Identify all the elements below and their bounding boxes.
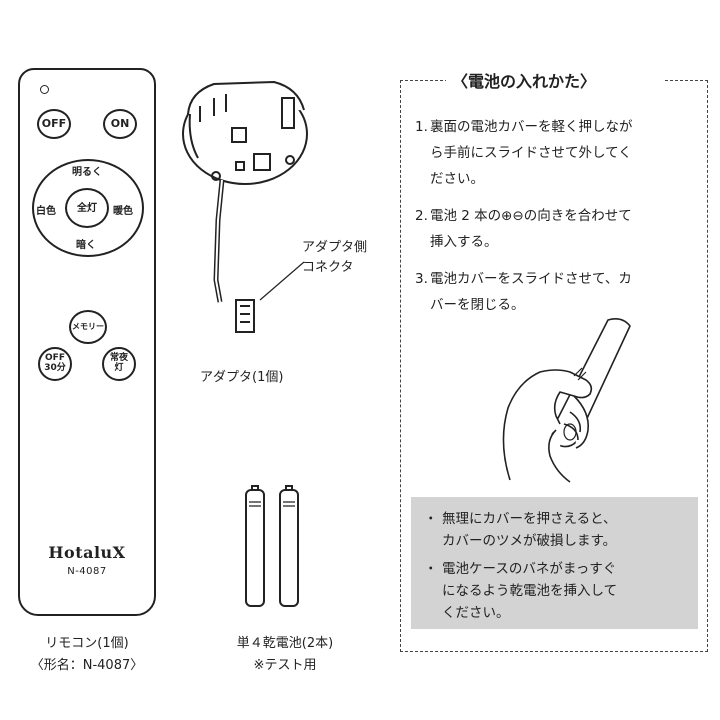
remote-night-light-button: 常夜 灯 (102, 347, 136, 381)
remote-off30-label-1: OFF (45, 353, 65, 364)
remote-on-label: ON (110, 116, 130, 130)
remote-dial-center-button: 全灯 (65, 188, 109, 228)
note-2-line-3: ください。 (442, 605, 510, 621)
dial-up-label: 明るく (72, 167, 102, 178)
instruction-step-3: 3. 電池カバーをスライドさせて、カ バーを閉じる。 (415, 266, 700, 320)
remote-night-label-2: 灯 (114, 363, 124, 373)
remote-brand-logo: HotaluX (48, 543, 126, 562)
remote-on-button: ON (103, 109, 137, 139)
adapter-illustration (182, 80, 308, 333)
dial-left-label: 白色 (36, 206, 56, 217)
step-3-line-2: バーを閉じる。 (430, 297, 525, 313)
step-1-line-3: ださい。 (430, 171, 484, 187)
remote-memory-button: メモリー (69, 310, 107, 344)
aaa-batteries-illustration (245, 485, 299, 607)
remote-off30-label-2: 30分 (44, 363, 66, 373)
step-3-number: 3. (415, 271, 428, 287)
connector-caption-1: アダプタ側 (302, 240, 368, 255)
connector-caption-2: コネクタ (302, 260, 354, 275)
remote-off-button: OFF (37, 109, 71, 139)
caution-note-2: ・ 電池ケースのバネがまっすぐ になるよう乾電池を挿入して ください。 (424, 558, 700, 624)
battery-test-note: ※テスト用 (253, 658, 317, 673)
note-1-line-2: カバーのツメが破損します。 (442, 533, 617, 549)
note-2-bullet: ・ (424, 561, 438, 577)
step-3-line-1: 電池カバーをスライドさせて、カ (430, 271, 632, 287)
instruction-step-1: 1. 裏面の電池カバーを軽く押しなが ら手前にスライドさせて外してく ださい。 (415, 114, 700, 194)
hand-holding-remote-illustration (502, 318, 631, 483)
dial-center-label: 全灯 (77, 202, 97, 214)
caution-note-1: ・ 無理にカバーを押さえると、 カバーのツメが破損します。 (424, 508, 700, 552)
remote-caption: リモコン(1個) (45, 636, 129, 651)
remote-off30-button: OFF 30分 (38, 347, 72, 381)
remote-model-number: N-4087 (67, 566, 107, 577)
remote-model-caption: 〈形名：N-4087〉 (30, 658, 144, 673)
connector-leader-line (259, 261, 305, 301)
step-2-number: 2. (415, 208, 428, 224)
step-1-number: 1. (415, 119, 428, 135)
battery-caption: 単４乾電池(2本) (236, 636, 334, 651)
step-1-line-2: ら手前にスライドさせて外してく (430, 145, 632, 161)
dial-down-label: 暗く (76, 240, 96, 251)
remote-led-indicator (40, 85, 49, 94)
dial-right-label: 暖色 (113, 206, 133, 217)
step-2-line-1: 電池 2 本の⊕⊖の向きを合わせて (430, 208, 632, 224)
note-2-line-1: 電池ケースのバネがまっすぐ (442, 561, 617, 577)
instructions-title-bg (446, 66, 664, 92)
step-1-line-1: 裏面の電池カバーを軽く押しなが (430, 119, 633, 135)
adapter-caption: アダプタ(1個) (200, 370, 284, 385)
step-2-line-2: 挿入する。 (430, 234, 498, 250)
note-1-bullet: ・ (424, 511, 438, 527)
remote-off-label: OFF (41, 116, 67, 130)
instruction-step-2: 2. 電池 2 本の⊕⊖の向きを合わせて 挿入する。 (415, 203, 700, 257)
remote-memory-label: メモリー (72, 321, 104, 331)
note-1-line-1: 無理にカバーを押さえると、 (442, 511, 617, 527)
instructions-title: 〈電池の入れかた〉 (452, 72, 597, 91)
remote-night-label-1: 常夜 (109, 353, 128, 364)
note-2-line-2: になるよう乾電池を挿入して (442, 583, 618, 599)
caution-notes-box (411, 497, 698, 629)
